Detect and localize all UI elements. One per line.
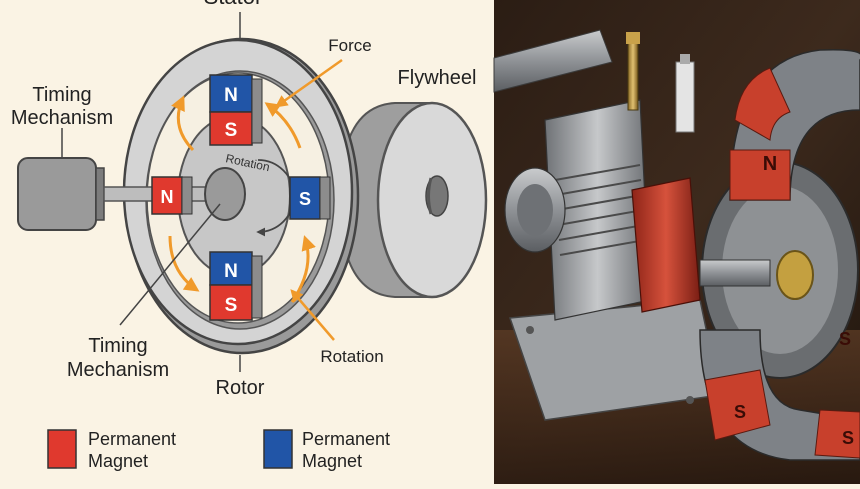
brass-fitting: [627, 39, 639, 111]
magnet-right-pole: S: [299, 189, 311, 209]
photo-pole-s1: S: [734, 402, 746, 422]
photo-pole-n: N: [763, 153, 777, 175]
diagram-panel: N S N S N S: [11, 0, 488, 471]
timing-bottom-line-2: Mechanism: [67, 359, 169, 381]
magnet-right: S: [289, 176, 331, 220]
magnet-left: N: [151, 176, 193, 215]
force-arrows: [168, 58, 343, 341]
leader-lines: [61, 12, 241, 372]
photo-pole-s3: S: [842, 428, 854, 448]
magnet-left-pole: N: [161, 187, 174, 207]
red-collar: [631, 177, 701, 313]
timing-bottom-line-1: Timing: [88, 335, 147, 357]
engine-photo: N S S S: [493, 0, 860, 484]
magnet-top-pole-1: N: [224, 85, 238, 106]
rotor-label: Rotor: [216, 377, 265, 399]
axle: [699, 259, 771, 287]
legend-red-line-1: Permanent: [88, 429, 176, 449]
legend-blue-line-2: Magnet: [302, 451, 362, 471]
stator-label: Stator: [204, 0, 263, 9]
magnet-top: N S: [209, 74, 263, 146]
magnet-bottom: N S: [209, 251, 263, 321]
legend: Permanent Magnet Permanent Magnet: [47, 429, 390, 471]
magnet-top-pole-2: S: [225, 120, 238, 141]
panel-divider: [490, 0, 494, 484]
rotor-hub: [204, 167, 246, 221]
timing-top-line-2: Mechanism: [11, 107, 113, 129]
spark-plug: [675, 61, 695, 133]
magnet-bottom-pole-2: S: [225, 295, 238, 316]
magnet-bottom-pole-1: N: [224, 261, 238, 282]
photo-pole-s2: S: [839, 329, 851, 349]
exhaust-pipe: [493, 29, 613, 93]
rotation-right-label: Rotation: [320, 347, 383, 366]
axle-nut: [776, 250, 814, 300]
flywheel: [338, 101, 488, 299]
legend-item-blue: Permanent Magnet: [263, 429, 390, 471]
flywheel-label: Flywheel: [398, 67, 477, 89]
force-label: Force: [328, 36, 371, 55]
legend-swatch-blue: [263, 429, 293, 469]
legend-red-line-2: Magnet: [88, 451, 148, 471]
timing-top-line-1: Timing: [32, 84, 91, 106]
legend-item-red: Permanent Magnet: [47, 429, 176, 471]
legend-swatch-red: [47, 429, 77, 469]
cylinder-block: [504, 99, 651, 321]
legend-blue-line-1: Permanent: [302, 429, 390, 449]
